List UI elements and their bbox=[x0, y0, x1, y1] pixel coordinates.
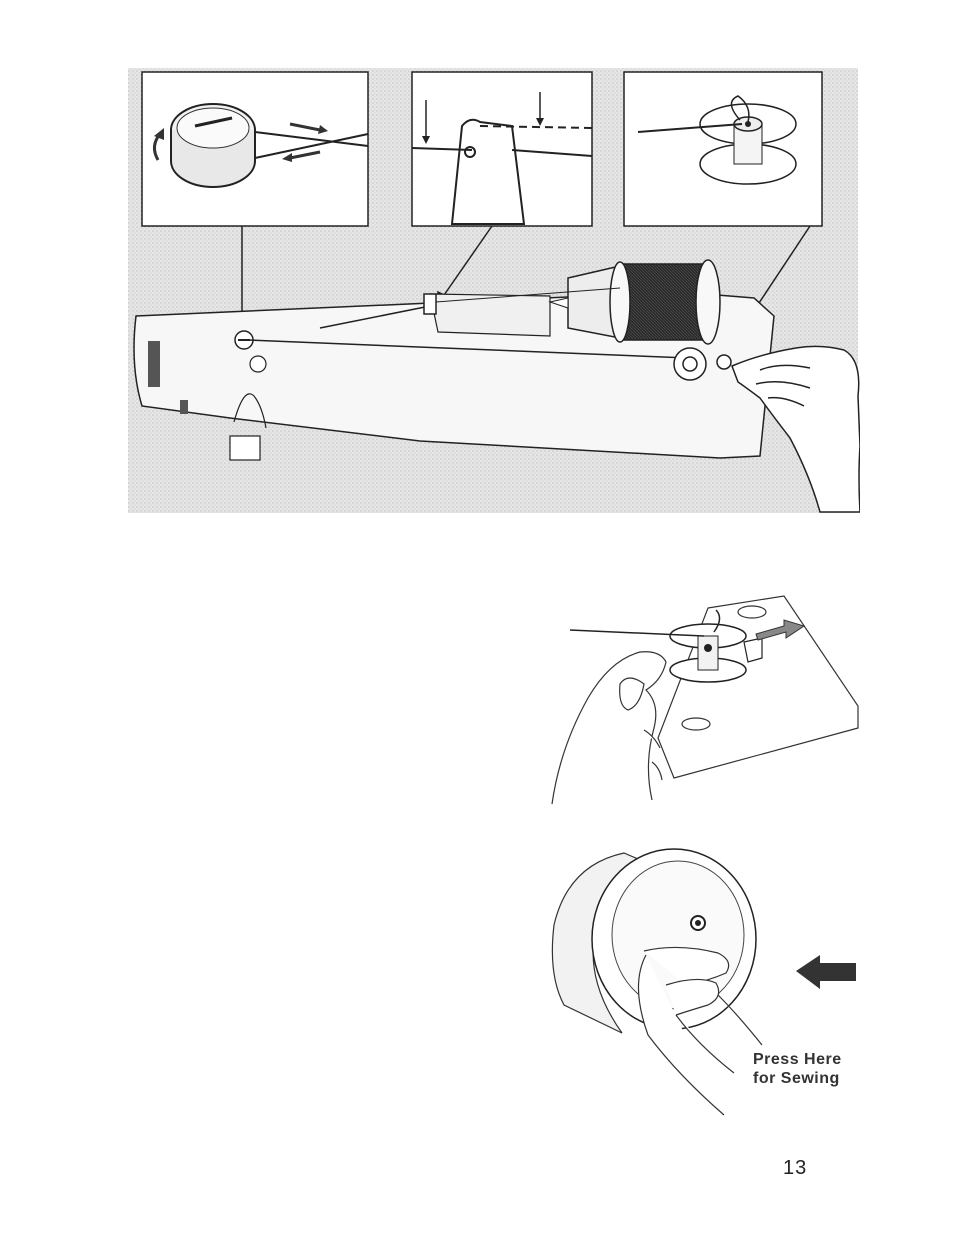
bobbin-removal-illustration bbox=[548, 588, 868, 838]
arrow-icon bbox=[796, 955, 856, 989]
caption-line-2: for Sewing bbox=[753, 1069, 842, 1088]
inset-panel-winder bbox=[142, 72, 368, 226]
page-number: 13 bbox=[783, 1157, 807, 1180]
inset-panel-thread-guide bbox=[412, 72, 592, 226]
inset-panel-bobbin bbox=[624, 72, 822, 226]
hand-icon bbox=[552, 652, 666, 804]
machine-corner bbox=[658, 596, 858, 778]
caption-line-1: Press Here bbox=[753, 1050, 842, 1069]
bobbin-winding-illustration bbox=[120, 66, 860, 516]
press-here-caption: Press Here for Sewing bbox=[753, 1050, 842, 1088]
